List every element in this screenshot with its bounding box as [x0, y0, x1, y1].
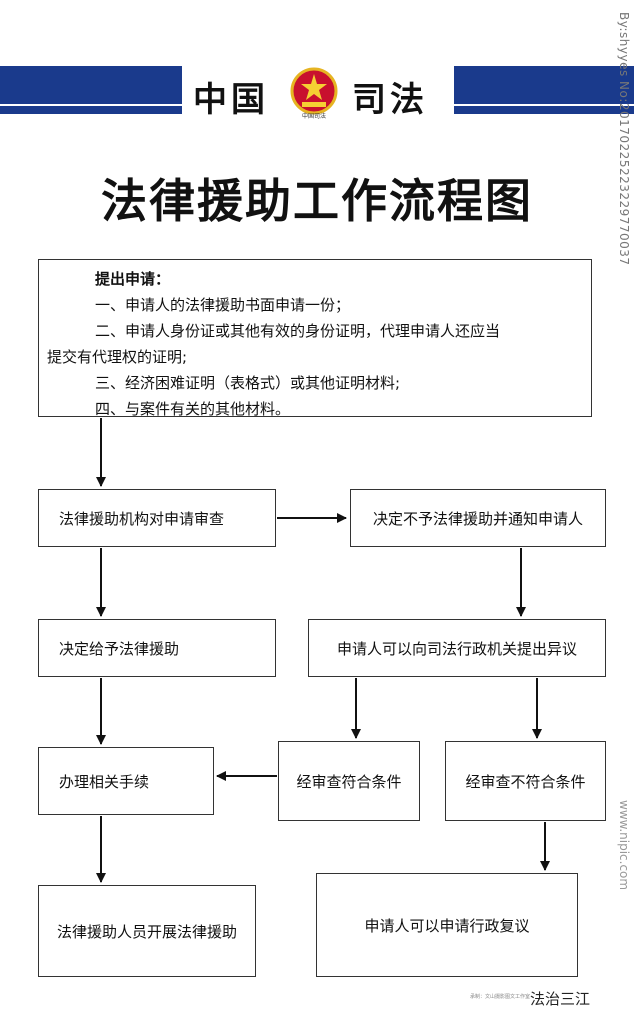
node-reconsider: 申请人可以申请行政复议	[316, 873, 578, 977]
emblem-star	[301, 74, 327, 100]
emblem-base	[302, 102, 326, 107]
node-objection: 申请人可以向司法行政机关提出异议	[308, 619, 606, 677]
footer-brand: 法治三江	[530, 990, 591, 1008]
node-qualified: 经审查符合条件	[278, 741, 420, 821]
application-box: 提出申请： 一、申请人的法律援助书面申请一份； 二、申请人身份证或其他有效的身份…	[38, 259, 592, 418]
node-procedures: 办理相关手续	[38, 747, 214, 815]
node-carry-out: 法律援助人员开展法律援助	[38, 885, 256, 977]
application-item-4: 四、与案件有关的其他材料。	[95, 400, 291, 418]
node-review: 法律援助机构对申请审查	[38, 489, 276, 547]
watermark-text: By:shyyes No:20170225223229770037	[617, 12, 631, 266]
header-text-left: 中国	[193, 80, 269, 120]
footer-tiny-note: 承制：文山摄影图文工作室	[470, 994, 531, 1000]
header-text-right: 司法	[352, 80, 428, 120]
node-refuse: 决定不予法律援助并通知申请人	[350, 489, 606, 547]
emblem-label: 中国司法	[302, 112, 326, 120]
application-heading: 提出申请：	[95, 270, 171, 288]
header-band-right	[454, 66, 634, 114]
page-title: 法律援助工作流程图	[101, 174, 533, 228]
application-item-1: 一、申请人的法律援助书面申请一份；	[95, 296, 351, 314]
application-item-3: 三、经济困难证明（表格式）或其他证明材料;	[95, 374, 401, 392]
watermark-site: www.nipic.com	[617, 800, 631, 891]
application-item-2-cont: 提交有代理权的证明;	[47, 348, 188, 366]
emblem-ring	[290, 67, 338, 115]
application-item-2: 二、申请人身份证或其他有效的身份证明，代理申请人还应当	[95, 322, 501, 340]
justice-emblem-icon: 中国司法	[290, 67, 338, 120]
header-band-left	[0, 66, 182, 114]
node-grant: 决定给予法律援助	[38, 619, 276, 677]
node-unqualified: 经审查不符合条件	[445, 741, 606, 821]
